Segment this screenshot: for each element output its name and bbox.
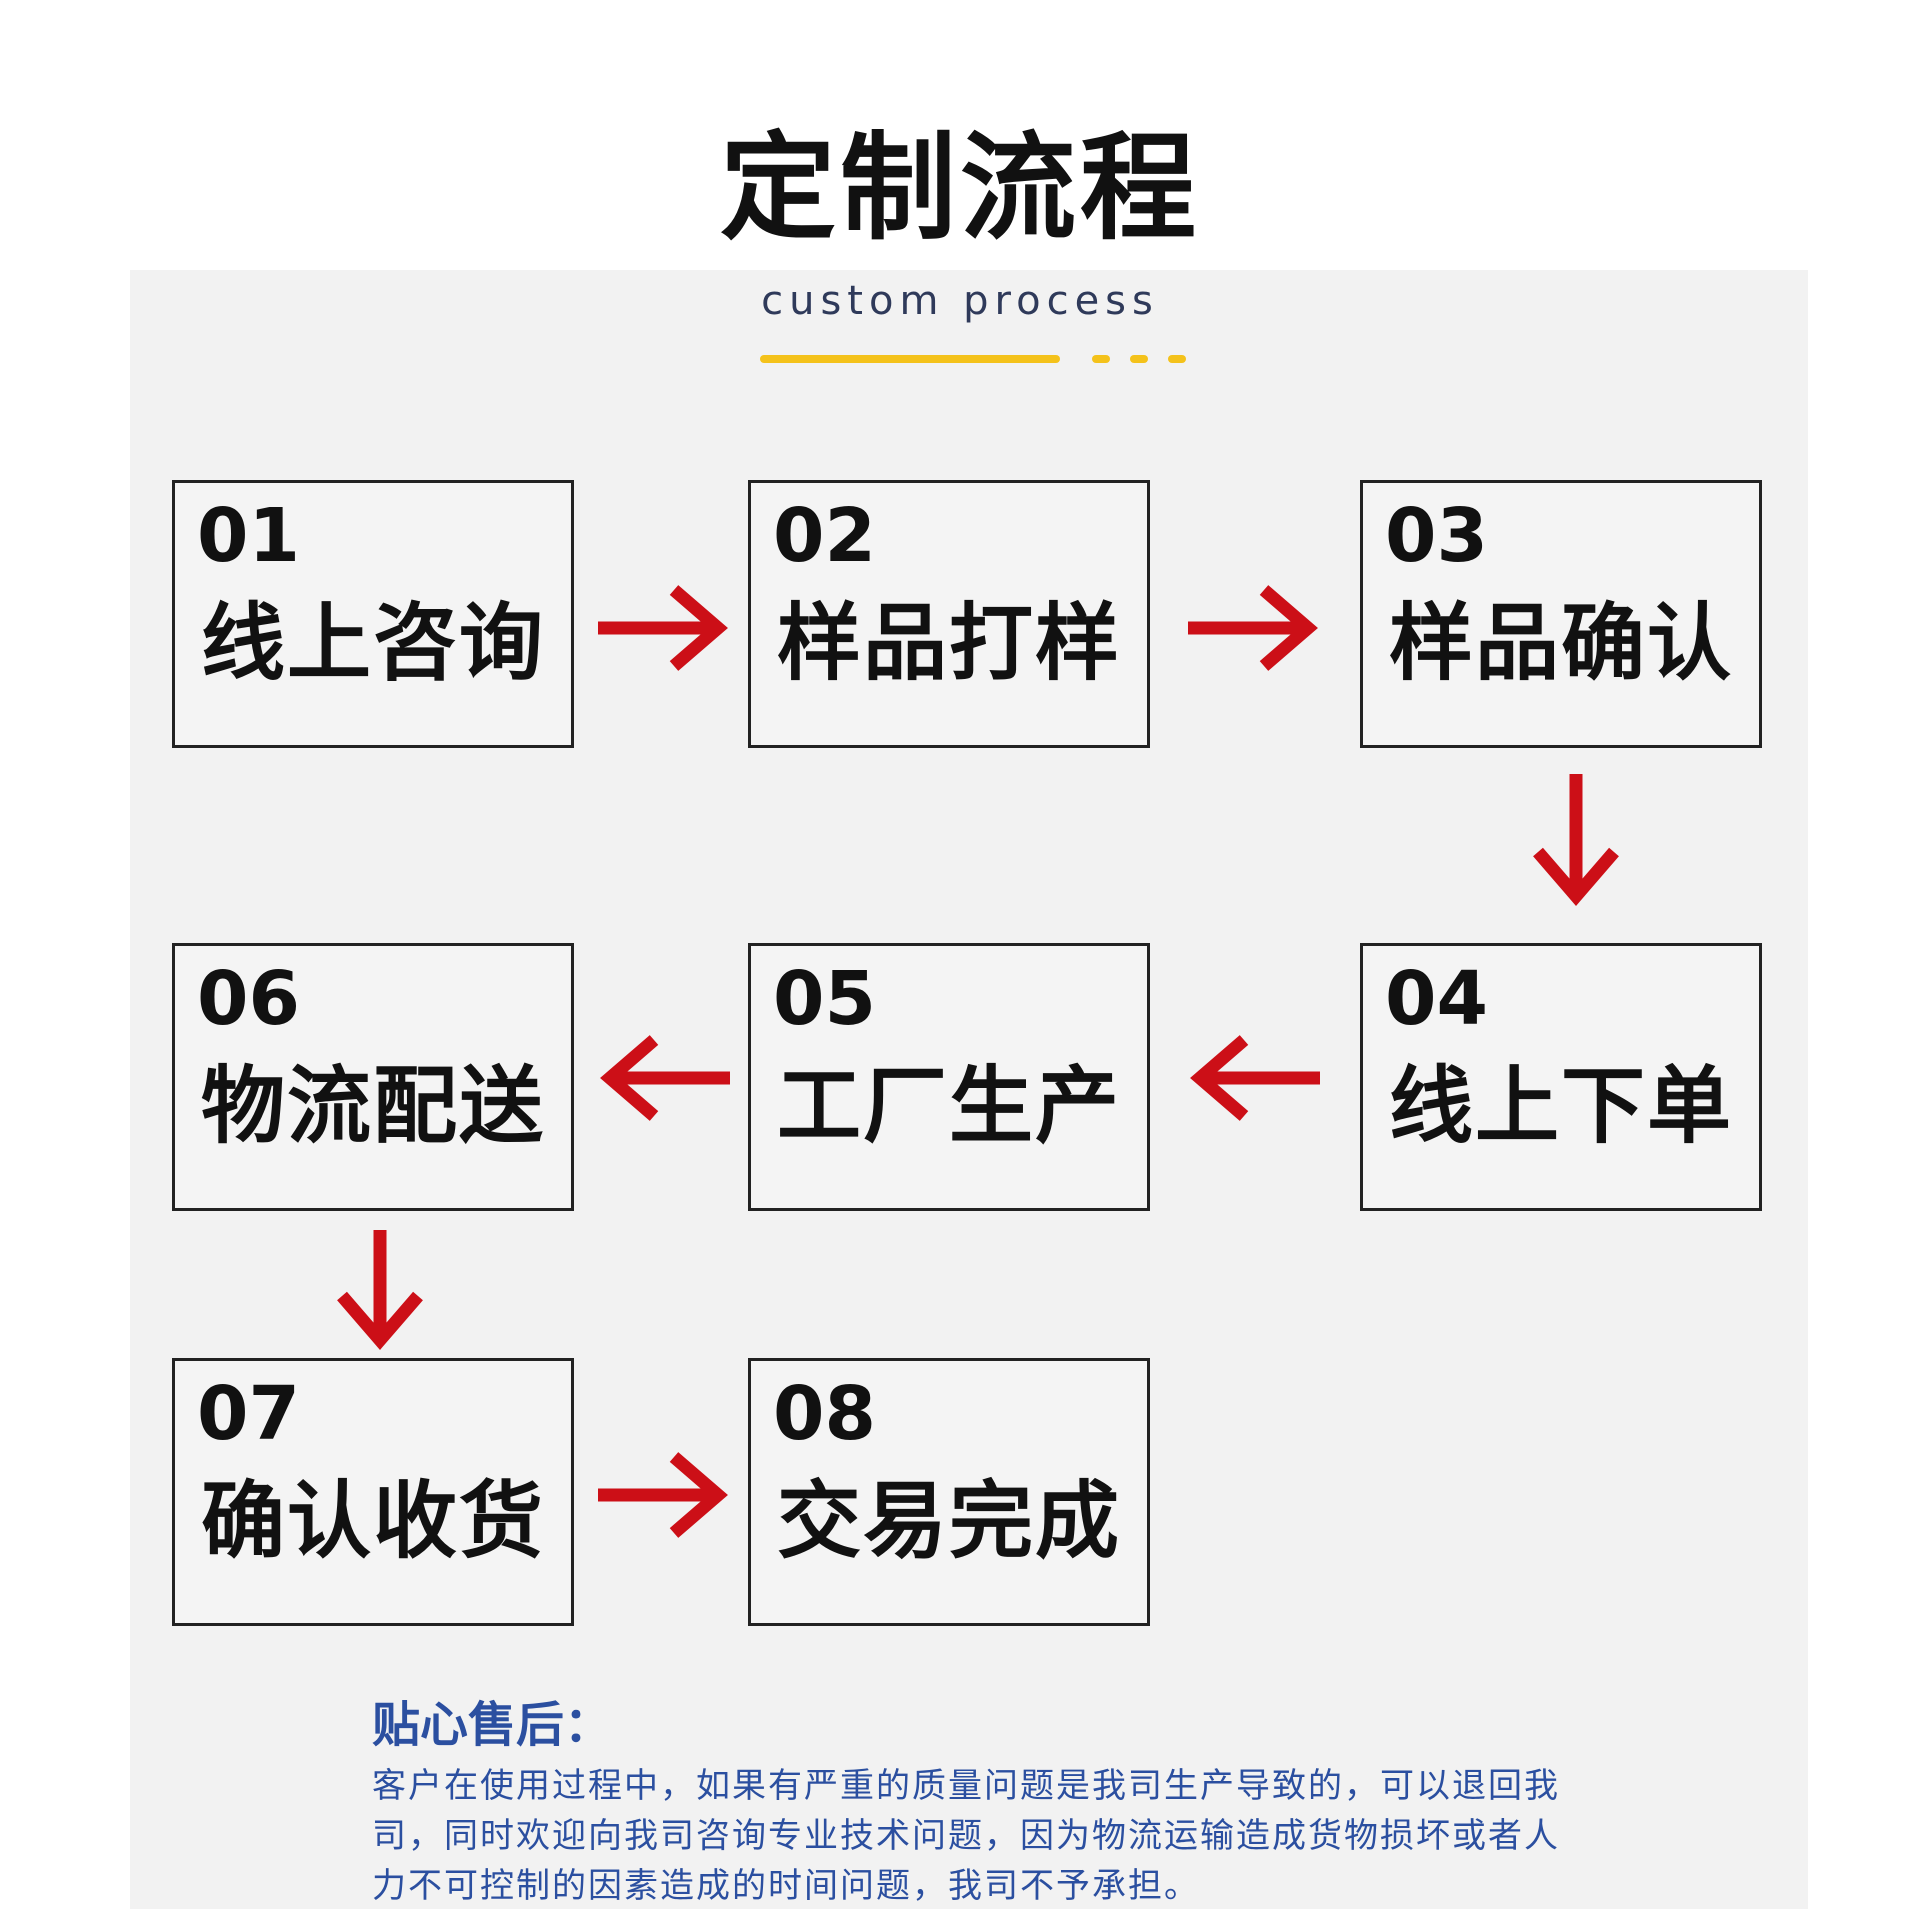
arrow-down-icon: [1533, 774, 1619, 906]
step-box-08: 08 交易完成: [748, 1358, 1150, 1626]
arrow-down-icon: [337, 1230, 423, 1350]
arrow-right-icon: [598, 585, 728, 671]
step-number: 02: [773, 493, 876, 579]
title-underline: [760, 355, 1060, 363]
after-sales-note: 贴心售后： 客户在使用过程中，如果有严重的质量问题是我司生产导致的，可以退回我司…: [372, 1685, 1592, 1911]
title-underline-dash-3: [1168, 355, 1186, 363]
step-label: 样品确认: [1388, 594, 1733, 692]
title-underline-dash-2: [1130, 355, 1148, 363]
after-sales-heading: 贴心售后：: [372, 1697, 613, 1753]
step-number: 01: [197, 493, 300, 579]
step-number: 03: [1385, 493, 1488, 579]
page-title: 定制流程: [720, 120, 1200, 256]
step-number: 05: [773, 956, 876, 1042]
step-box-03: 03 样品确认: [1360, 480, 1762, 748]
after-sales-body: 客户在使用过程中，如果有严重的质量问题是我司生产导致的，可以退回我司，同时欢迎向…: [372, 1766, 1560, 1906]
title-underline-dash-1: [1092, 355, 1110, 363]
step-box-06: 06 物流配送: [172, 943, 574, 1211]
arrow-left-icon: [600, 1035, 730, 1121]
step-box-04: 04 线上下单: [1360, 943, 1762, 1211]
step-number: 07: [197, 1371, 300, 1457]
step-label: 线上咨询: [200, 594, 545, 692]
step-box-01: 01 线上咨询: [172, 480, 574, 748]
arrow-left-icon: [1190, 1035, 1320, 1121]
step-box-05: 05 工厂生产: [748, 943, 1150, 1211]
step-box-07: 07 确认收货: [172, 1358, 574, 1626]
step-label: 工厂生产: [776, 1057, 1121, 1155]
step-label: 样品打样: [776, 594, 1121, 692]
step-number: 08: [773, 1371, 876, 1457]
step-label: 线上下单: [1388, 1057, 1733, 1155]
step-label: 物流配送: [200, 1057, 545, 1155]
arrow-right-icon: [598, 1452, 728, 1538]
step-label: 确认收货: [200, 1472, 545, 1570]
arrow-right-icon: [1188, 585, 1318, 671]
step-label: 交易完成: [776, 1472, 1121, 1570]
step-box-02: 02 样品打样: [748, 480, 1150, 748]
step-number: 04: [1385, 956, 1488, 1042]
step-number: 06: [197, 956, 300, 1042]
page-subtitle: custom process: [761, 278, 1159, 324]
